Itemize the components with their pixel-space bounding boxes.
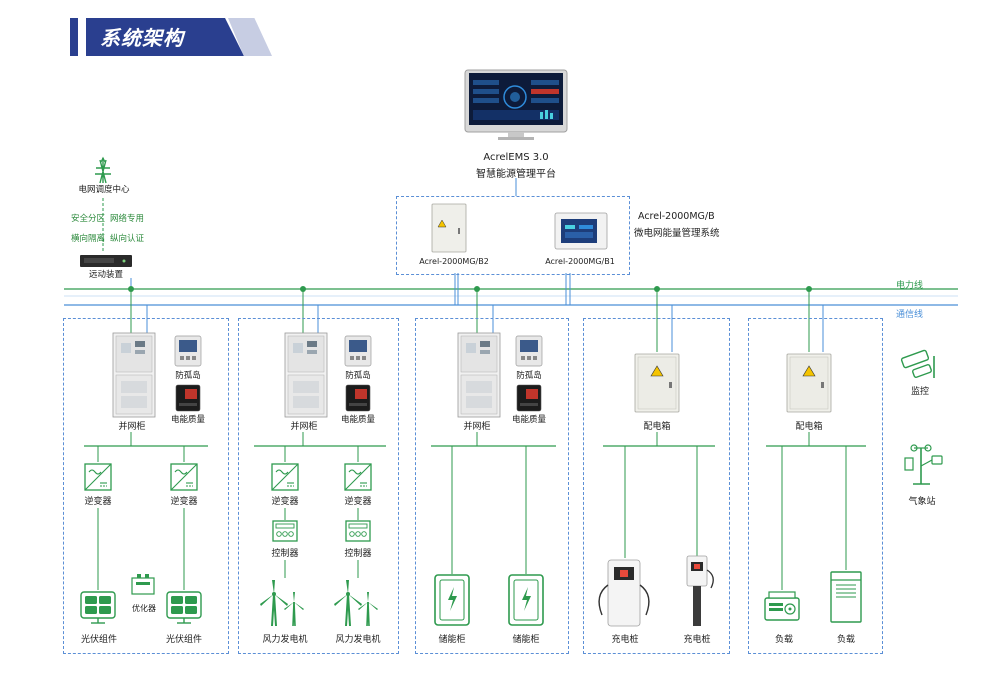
charger-label: 充电桩: [683, 635, 711, 645]
charger-dc-icon: [598, 559, 650, 627]
grid-cabinet-label: 并网柜: [290, 422, 318, 432]
pv-label: 光伏组件: [165, 635, 202, 645]
power-quality-label: 电能质量: [340, 415, 375, 425]
mg-system-name: Acrel-2000MG/B: [638, 211, 715, 222]
power-quality-label: 电能质量: [170, 415, 205, 425]
monitor-label: 监控: [910, 387, 929, 397]
distribution-box-label: 配电箱: [795, 422, 823, 432]
section-load: [748, 318, 883, 654]
mg-system-desc: 微电网能量管理系统: [634, 228, 720, 239]
camera-icon: [900, 349, 935, 378]
mg-b2-label: Acrel-2000MG/B2: [419, 257, 489, 266]
mg-b1-label: Acrel-2000MG/B1: [545, 257, 615, 266]
grid-dispatch-label: 电网调度中心: [78, 185, 130, 195]
platform-monitor-icon: [464, 69, 568, 140]
section-charging: [583, 318, 730, 654]
grid-tower-icon: [95, 156, 111, 184]
grid-tag: 网络专用: [110, 214, 145, 224]
anti-island-label: 防孤岛: [345, 371, 371, 381]
section-wind: [238, 318, 399, 654]
grid-cabinet-label: 并网柜: [118, 422, 146, 432]
power-line-label: 电力线: [896, 281, 924, 291]
grid-cabinet-label: 并网柜: [463, 422, 491, 432]
grid-tag: 横向隔离: [71, 234, 106, 244]
inverter-label: 逆变器: [344, 497, 372, 507]
comm-line-label: 通信线: [896, 310, 924, 320]
header-accent-bar: [70, 18, 78, 56]
remote-device-label: 远动装置: [88, 270, 123, 280]
power-quality-label: 电能质量: [511, 415, 546, 425]
inverter-label: 逆变器: [271, 497, 299, 507]
grid-tag: 安全分区: [71, 214, 106, 224]
optimizer-icon: [131, 574, 155, 595]
mg-b1-screen-icon: [554, 212, 608, 250]
header-banner: [86, 18, 244, 56]
page-title: 系统架构: [100, 26, 184, 50]
weather-station-icon: [904, 444, 943, 485]
wind-label: 风力发电机: [262, 635, 308, 645]
section-storage: [415, 318, 569, 654]
load-label: 负载: [774, 635, 793, 645]
remote-device-icon: [80, 255, 132, 267]
charger-label: 充电桩: [611, 635, 639, 645]
controller-label: 控制器: [344, 549, 372, 559]
pv-label: 光伏组件: [80, 635, 117, 645]
optimizer-label: 优化器: [132, 604, 156, 613]
weather-station-label: 气象站: [908, 497, 936, 507]
mg-system-box: [396, 196, 630, 275]
controller-label: 控制器: [271, 549, 299, 559]
storage-label: 储能柜: [438, 635, 466, 645]
charger-ac-icon: [686, 555, 714, 626]
mg-b2-cabinet-icon: [431, 203, 467, 253]
distribution-box-label: 配电箱: [643, 422, 671, 432]
wind-label: 风力发电机: [335, 635, 381, 645]
storage-label: 储能柜: [512, 635, 540, 645]
anti-island-label: 防孤岛: [175, 371, 201, 381]
platform-desc: 智慧能源管理平台: [476, 169, 556, 180]
load-label: 负载: [836, 635, 855, 645]
section-pv: [63, 318, 229, 654]
grid-tag: 纵向认证: [110, 234, 145, 244]
inverter-label: 逆变器: [84, 497, 112, 507]
platform-name: AcrelEMS 3.0: [483, 152, 549, 163]
inverter-label: 逆变器: [170, 497, 198, 507]
anti-island-label: 防孤岛: [516, 371, 542, 381]
